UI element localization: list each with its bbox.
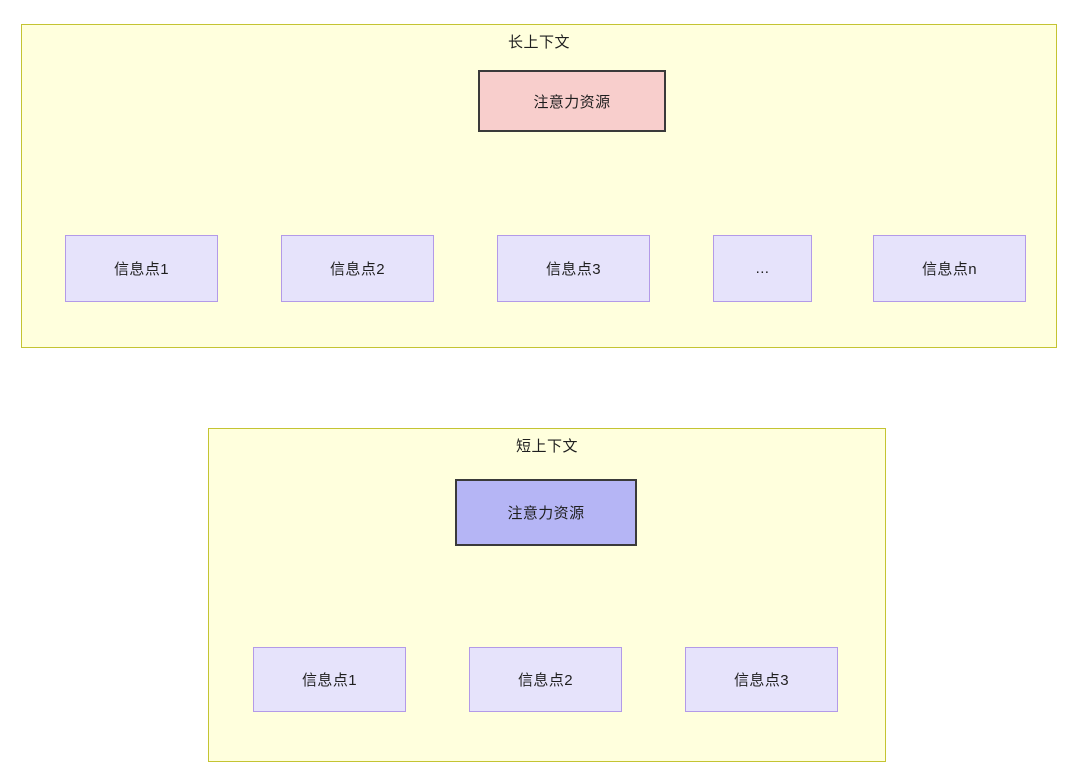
info-node-long-context-5[interactable]: 信息点n — [873, 235, 1026, 302]
info-node-long-context-3[interactable]: 信息点3 — [497, 235, 650, 302]
info-node-long-context-2[interactable]: 信息点2 — [281, 235, 434, 302]
group-title-short-context: 短上下文 — [515, 438, 578, 455]
info-node-long-context-1[interactable]: 信息点1 — [65, 235, 218, 302]
attention-resource-node-short-context[interactable]: 注意力资源 — [455, 479, 637, 546]
info-node-short-context-1[interactable]: 信息点1 — [253, 647, 406, 712]
info-node-long-context-4[interactable]: ... — [713, 235, 812, 302]
info-node-short-context-2[interactable]: 信息点2 — [469, 647, 622, 712]
group-title-long-context: 长上下文 — [507, 34, 570, 51]
info-node-short-context-3[interactable]: 信息点3 — [685, 647, 838, 712]
attention-resource-node-long-context[interactable]: 注意力资源 — [478, 70, 666, 132]
